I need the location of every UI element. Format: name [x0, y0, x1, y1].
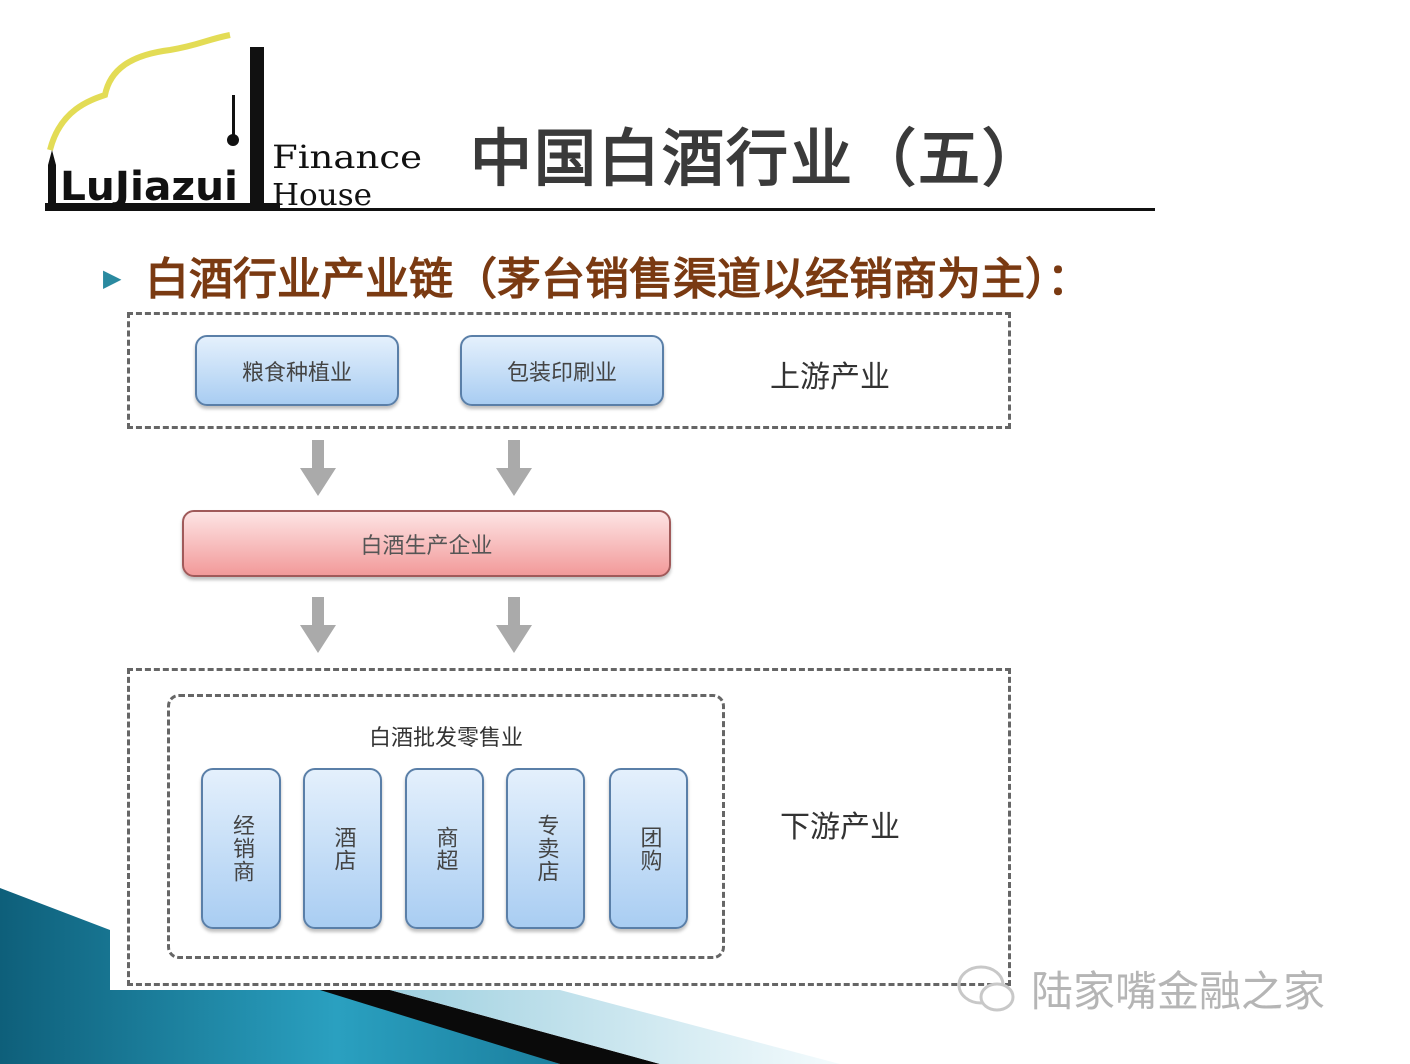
- watermark-text: 陆家嘴金融之家: [1031, 967, 1326, 1016]
- logo-house-text: House: [272, 178, 372, 213]
- black-stripe: [320, 990, 660, 1064]
- arrow-down-icon: [300, 597, 336, 653]
- producer-box: 白酒生产企业: [182, 510, 671, 577]
- logo-finance-text: Finance: [272, 138, 422, 176]
- retail-group-title: 白酒批发零售业: [368, 726, 523, 751]
- arrow-down-icon: [496, 440, 532, 496]
- arrow-down-icon: [300, 440, 336, 496]
- title-divider: [45, 208, 1155, 211]
- page-title: 中国白酒行业（五）: [470, 122, 1047, 195]
- watermark: 陆家嘴金融之家: [955, 958, 1325, 1019]
- logo-skyline-text: LuJiazui: [60, 164, 238, 210]
- upstream-group: [127, 312, 1011, 429]
- downstream-label: 下游产业: [780, 810, 900, 845]
- channel-box-specialty-store: 专卖店: [506, 768, 585, 929]
- bullet-icon: ▶: [103, 264, 122, 292]
- slide-subtitle: 白酒行业产业链（茅台销售渠道以经销商为主）：: [145, 254, 1091, 305]
- arrow-down-icon: [496, 597, 532, 653]
- wechat-icon: [957, 965, 1015, 1011]
- pale-stripe: [390, 990, 840, 1064]
- retail-group: [167, 694, 725, 959]
- channel-box-distributor: 经销商: [201, 768, 281, 929]
- downstream-group: [127, 668, 1011, 986]
- upstream-box-packaging: 包装印刷业: [460, 335, 664, 406]
- channel-box-group-purchase: 团购: [609, 768, 688, 929]
- logo-icon: LuJiazui Finance House: [45, 32, 422, 213]
- upstream-label: 上游产业: [770, 360, 890, 395]
- channel-box-hotel: 酒店: [303, 768, 382, 929]
- channel-box-supermarket: 商超: [405, 768, 484, 929]
- upstream-box-grain: 粮食种植业: [195, 335, 399, 406]
